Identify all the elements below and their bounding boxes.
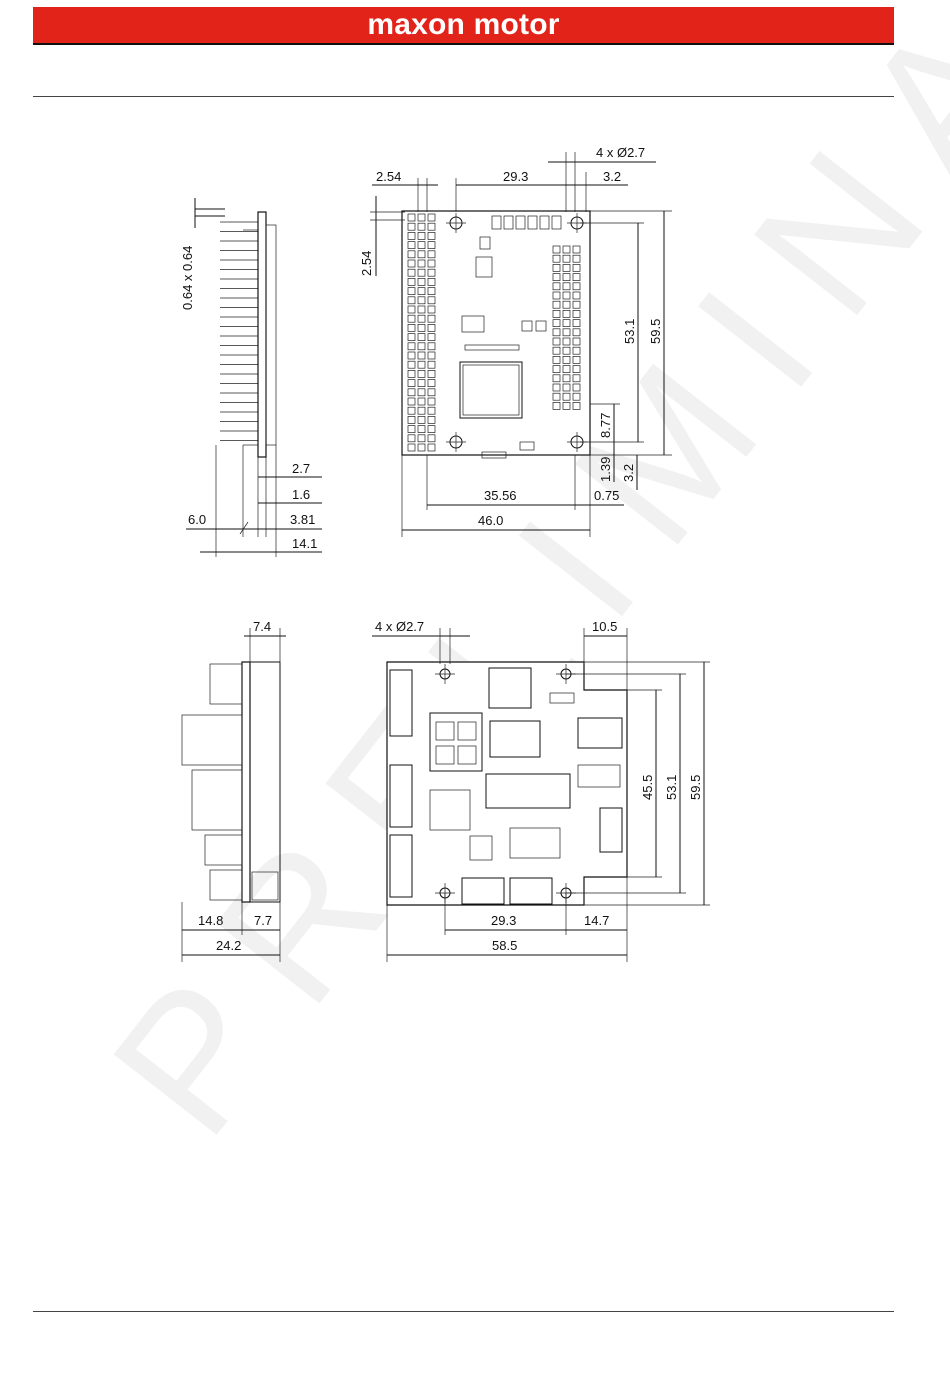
dim-bside-14-8: 14.8: [198, 913, 223, 928]
dim-top-0-75: 0.75: [594, 488, 619, 503]
dim-bside-7-4: 7.4: [253, 619, 271, 634]
module-side-components: [266, 225, 276, 445]
dim-top-3-2: 3.2: [603, 169, 621, 184]
board-side-view: 7.4 14.8 7.7 24.2: [182, 619, 286, 962]
dim-bside-24-2: 24.2: [216, 938, 241, 953]
dim-btop-10-5: 10.5: [592, 619, 617, 634]
dim-top-29-3: 29.3: [503, 169, 528, 184]
module-top-view: 4 x Ø2.7 2.54 29.3 3.2 2.54 53.1 59.5 8.…: [359, 145, 672, 537]
dim-btop-53-1: 53.1: [664, 775, 679, 800]
module-side-pins: [220, 222, 258, 441]
dim-btop-29-3: 29.3: [491, 913, 516, 928]
dim-btop-holes: 4 x Ø2.7: [375, 619, 424, 634]
module-side-pcb: [258, 212, 266, 457]
dim-top-53-1: 53.1: [622, 319, 637, 344]
dim-side-1-6: 1.6: [292, 487, 310, 502]
dim-top-2-54-h: 2.54: [376, 169, 401, 184]
board-top-view: 4 x Ø2.7 10.5 45.5 53.1 59.5 29.3 14.7 5…: [372, 619, 710, 962]
dim-top-3-2-v: 3.2: [621, 464, 636, 482]
module-side-view: 0.64 x 0.64 2.7 1.6 6.0 3.81 14.1: [180, 198, 322, 557]
board-side-pcb: [242, 662, 250, 902]
dim-side-3-81: 3.81: [290, 512, 315, 527]
dim-top-59-5: 59.5: [648, 319, 663, 344]
dim-top-holes: 4 x Ø2.7: [596, 145, 645, 160]
dim-top-2-54-v: 2.54: [359, 251, 374, 276]
dim-top-46-0: 46.0: [478, 513, 503, 528]
dim-btop-45-5: 45.5: [640, 775, 655, 800]
board-side-module: [250, 662, 280, 902]
dim-btop-59-5: 59.5: [688, 775, 703, 800]
board-pcb-outline: [387, 662, 627, 905]
dim-side-pin-pitch: 0.64 x 0.64: [180, 246, 195, 310]
board-side-power-connector: [182, 715, 242, 765]
dim-btop-14-7: 14.7: [584, 913, 609, 928]
dim-side-2-7: 2.7: [292, 461, 310, 476]
dim-top-35-56: 35.56: [484, 488, 517, 503]
dim-bside-7-7: 7.7: [254, 913, 272, 928]
dim-top-8-77: 8.77: [598, 413, 613, 438]
dim-side-6-0: 6.0: [188, 512, 206, 527]
dim-btop-58-5: 58.5: [492, 938, 517, 953]
dim-top-1-39: 1.39: [598, 457, 613, 482]
dim-side-14-1: 14.1: [292, 536, 317, 551]
